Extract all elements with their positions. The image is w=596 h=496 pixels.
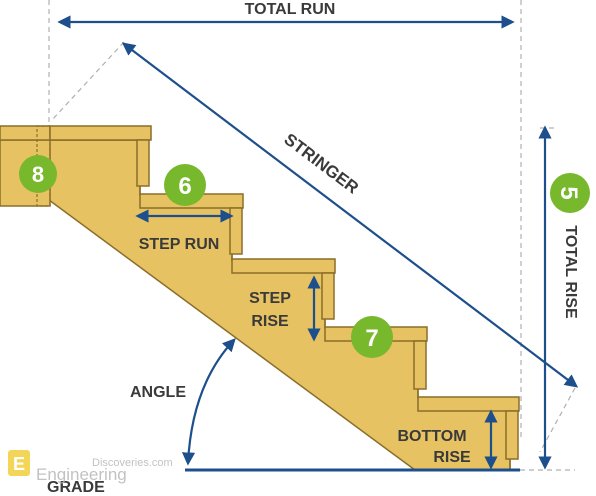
stringer-arrow	[121, 42, 579, 388]
landing-cap	[0, 125, 51, 141]
badge-landing: 8	[19, 155, 57, 193]
total-rise-label: TOTAL RISE	[562, 225, 579, 319]
watermark-logo-box	[8, 450, 30, 476]
badge-landing-circle	[19, 155, 57, 193]
riser-4	[413, 340, 427, 390]
step-rise-label-line1: STEP	[249, 290, 291, 307]
watermark-logo-letter: E	[13, 454, 25, 474]
watermark-line2: Engineering	[36, 465, 127, 484]
riser-1	[136, 139, 150, 187]
badge-step-rise-circle	[351, 316, 393, 358]
angle-arc	[181, 338, 236, 466]
riser-2	[229, 207, 243, 255]
tread-3	[231, 258, 336, 274]
step-run-label: STEP RUN	[139, 236, 220, 253]
bottom-rise-label-line2: RISE	[433, 449, 471, 466]
badge-total-rise: 5	[550, 173, 590, 213]
angle-label: ANGLE	[130, 384, 186, 401]
tread-5	[417, 396, 520, 412]
grade-label: GRADE	[47, 479, 105, 496]
stringer-top-extension-line	[51, 41, 125, 121]
riser-5	[505, 410, 519, 460]
badge-step-run: 6	[164, 164, 206, 206]
step-rise-label-line2: RISE	[251, 313, 289, 330]
total-run-label: TOTAL RUN	[245, 1, 336, 18]
badge-step-run-circle	[164, 164, 206, 206]
tread-1	[49, 125, 152, 141]
riser-3	[321, 272, 335, 320]
badge-step-rise: 7	[351, 316, 393, 358]
badge-step-run-number: 6	[178, 173, 191, 200]
watermark: E Discoveries.com Engineering	[8, 450, 173, 484]
badge-landing-number: 8	[32, 162, 44, 187]
stringer-label: STRINGER	[281, 130, 363, 198]
bottom-rise-label-line1: BOTTOM	[397, 428, 466, 445]
badge-step-rise-number: 7	[365, 325, 378, 352]
dimension-arrows	[57, 15, 579, 470]
watermark-line1: Discoveries.com	[92, 457, 173, 469]
badge-total-rise-circle	[550, 173, 590, 213]
stringer-bottom-extension-line	[539, 387, 576, 453]
badge-total-rise-number: 5	[555, 186, 582, 199]
